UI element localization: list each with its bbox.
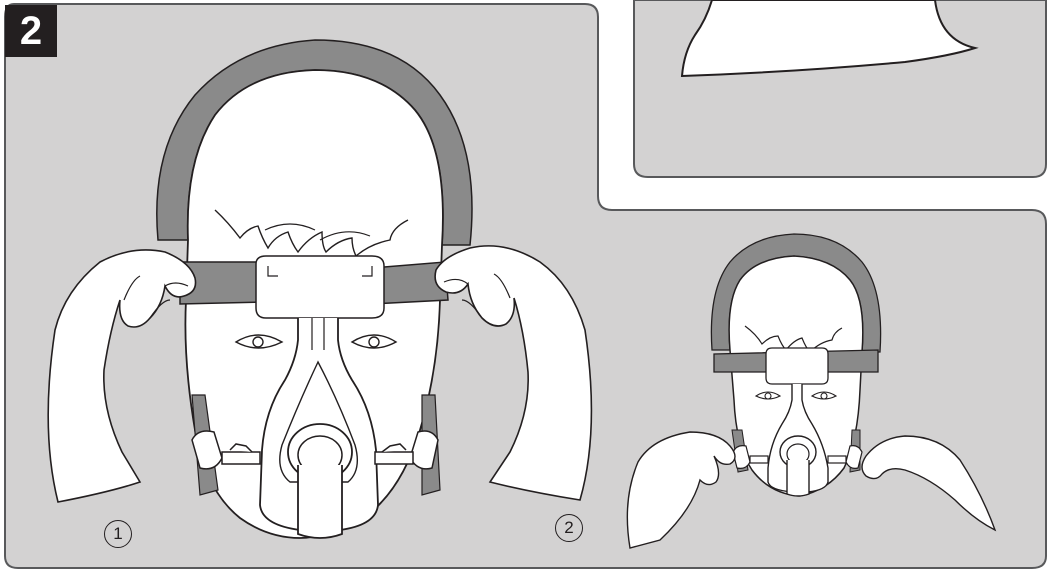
sub-step-label-2: 2	[555, 514, 583, 542]
elbow-connector	[288, 424, 352, 538]
forehead-pad-small	[766, 348, 828, 384]
forehead-pad	[256, 256, 384, 318]
sub-step-label-1: 1	[104, 520, 132, 548]
step-number-badge: 2	[5, 5, 57, 57]
